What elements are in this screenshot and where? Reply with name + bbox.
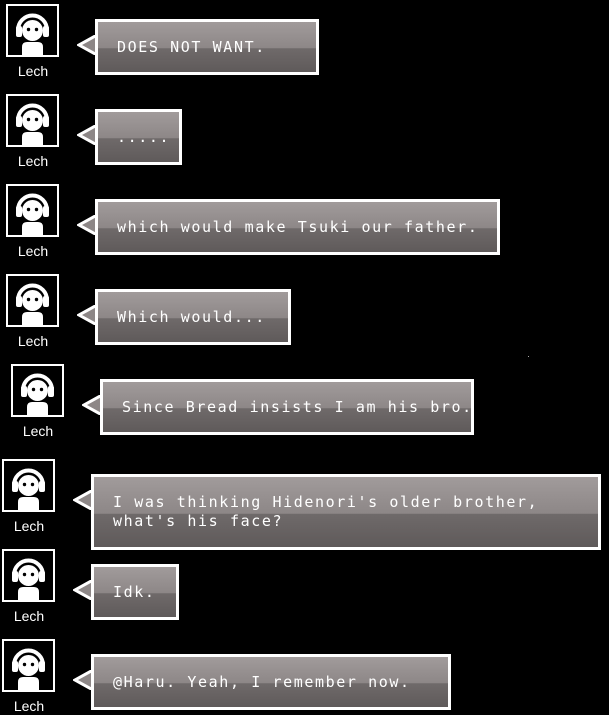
avatar-icon[interactable] [2,639,55,692]
message-bubble: Since Bread insists I am his bro. [100,379,474,435]
message-bubble: Idk. [91,564,179,620]
stray-pixel [528,356,529,357]
message-bubble: which would make Tsuki our father. [95,199,500,255]
speech-bubble-tail [77,125,97,145]
speech-bubble-tail [82,395,102,415]
avatar-icon[interactable] [2,549,55,602]
username-label: Lech [17,153,49,169]
message-bubble: ..... [95,109,182,165]
message-bubble: Which would... [95,289,291,345]
avatar-icon[interactable] [2,459,55,512]
avatar-icon[interactable] [6,274,59,327]
message-bubble: DOES NOT WANT. [95,19,319,75]
username-label: Lech [22,423,54,439]
avatar-icon[interactable] [6,94,59,147]
username-label: Lech [13,698,45,714]
avatar-icon[interactable] [11,364,64,417]
speech-bubble-tail [73,490,93,510]
username-label: Lech [17,243,49,259]
username-label: Lech [17,333,49,349]
avatar-icon[interactable] [6,184,59,237]
speech-bubble-tail [77,305,97,325]
username-label: Lech [13,608,45,624]
speech-bubble-tail [77,215,97,235]
avatar-icon[interactable] [6,4,59,57]
username-label: Lech [17,63,49,79]
speech-bubble-tail [73,580,93,600]
speech-bubble-tail [77,35,97,55]
username-label: Lech [13,518,45,534]
message-bubble: @Haru. Yeah, I remember now. [91,654,451,710]
speech-bubble-tail [73,670,93,690]
message-bubble: I was thinking Hidenori's older brother,… [91,474,601,550]
